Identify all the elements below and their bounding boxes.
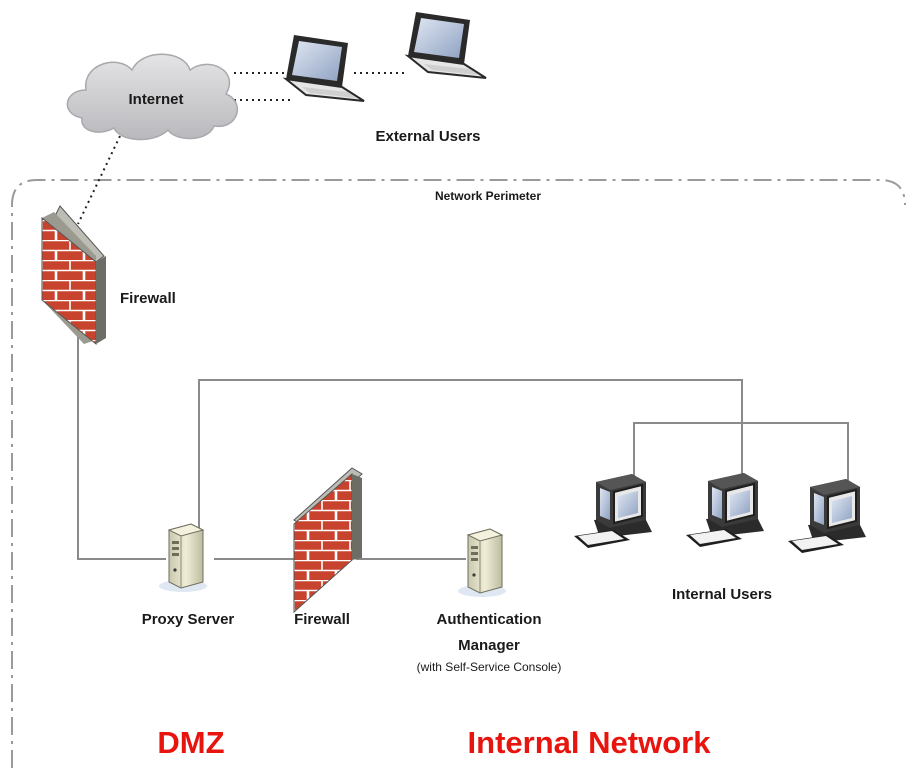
auth-manager-label-line2: Manager [458,637,520,654]
firewall-inner-label: Firewall [294,611,350,628]
brick-wall-icon [41,205,106,346]
auth-manager-note: (with Self-Service Console) [417,660,562,674]
server-tower-icon [158,523,208,593]
internal-network-zone-label: Internal Network [468,725,712,760]
desktop-computer-icon [573,473,653,549]
connection-lines [77,72,849,560]
desktop-computer-icon [787,478,867,554]
auth-manager-label-line1: Authentication [437,611,542,628]
cloud-icon [66,53,238,141]
desktop-computer-icon [685,472,765,548]
laptop-icon [285,34,365,102]
dmz-zone-label: DMZ [157,725,224,760]
laptop-icon [407,11,487,79]
network-perimeter-label: Network Perimeter [435,189,541,203]
server-tower-icon [457,528,507,598]
network-perimeter-boundary [11,179,906,768]
external-users-label: External Users [375,128,480,145]
proxy-server-label: Proxy Server [142,611,235,628]
internet-label: Internet [128,91,183,108]
brick-wall-icon [293,467,363,614]
firewall-outer-label: Firewall [120,290,176,307]
internal-users-label: Internal Users [672,586,772,603]
